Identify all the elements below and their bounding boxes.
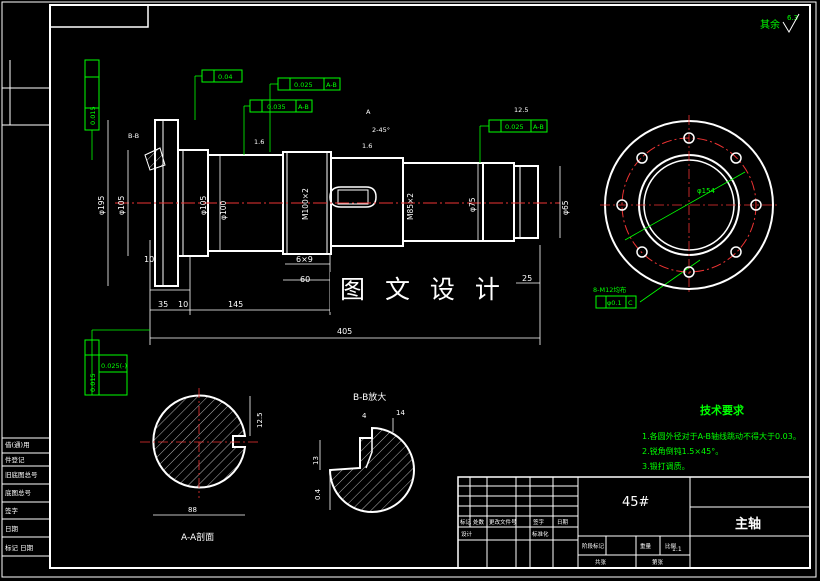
dim-10: 10: [178, 300, 188, 309]
dim-dia75: φ75: [468, 197, 477, 212]
rough-12-5: 12.5: [514, 106, 528, 114]
roughness-label: 其余: [760, 18, 780, 31]
strip-cell: 标记 日期: [5, 543, 34, 552]
dim-bb-4: 4: [362, 412, 367, 420]
gdt-ref: A-B: [298, 103, 309, 111]
strip-cell: 日期: [5, 525, 19, 533]
tech-items: 1.各圆外径对于A-B轴线跳动不得大于0.03。 2.锐角倒钝1.5×45°。 …: [642, 431, 801, 471]
code-box: [49, 4, 149, 28]
dim-dia65: φ65: [561, 200, 570, 215]
dim-60: 60: [300, 275, 310, 284]
aa-label: A-A剖面: [181, 531, 214, 543]
dim-35: 35: [158, 300, 168, 309]
gdt-tol: 0.04: [218, 73, 232, 81]
tb-row: 标准化: [532, 530, 549, 538]
left-strip-table: [1, 437, 51, 557]
dim-10b: 10: [144, 255, 154, 264]
tb-scale: 1:1: [672, 546, 682, 553]
end-view: [600, 115, 780, 295]
gdt-ref: C: [628, 299, 633, 307]
strip-cell: 借(通)用: [5, 440, 30, 449]
rough-1-6: 1.6: [254, 138, 264, 146]
gdt-tol: 0.015: [89, 373, 97, 392]
tech-item: 2.锐角倒钝1.5×45°。: [642, 446, 723, 456]
bb-detail: [319, 418, 415, 513]
dim-aa-width: 88: [188, 506, 197, 514]
gdt-text: 0.015 0.04 0.035 A-B 0.025 A-B 0.025 A-B…: [89, 73, 633, 392]
inner-frame: [49, 4, 811, 569]
datum-a: A: [366, 108, 371, 116]
gdt-tol: 0.025: [505, 123, 524, 131]
flange-section-hatch: [144, 147, 166, 171]
roughness-value: 6.3: [787, 14, 798, 22]
left-strip-text: 借(通)用 件登记 旧底图总号 底图总号 签字 日期 标记 日期: [5, 440, 38, 552]
tb-heading: 处数: [473, 518, 485, 526]
title-block-text: 标记 处数 更改文件号 签字 日期 设计 标准化 阶段标记 重量 比例 共张 第…: [460, 518, 682, 566]
bb-dimensions: B-B放大 4 14 13 0.4: [312, 391, 405, 500]
dim-m85: M85×2: [406, 193, 415, 220]
dimension-text: 405 145 35 10 60 6×9 25 10: [144, 255, 532, 336]
tb-heading: 签字: [533, 518, 545, 526]
tech-item: 1.各圆外径对于A-B轴线跳动不得大于0.03。: [642, 431, 801, 441]
tech-item: 3.锻打调质。: [642, 461, 690, 471]
bottom-dimensions: [149, 240, 541, 345]
tech-title: 技术要求: [700, 403, 745, 417]
tb-material: 45#: [622, 495, 649, 510]
dim-bb-04: 0.4: [314, 488, 322, 500]
gdt-tol: 0.035: [267, 103, 286, 111]
bb-mark: B-B: [128, 132, 139, 140]
tb-part-name: 主轴: [735, 516, 761, 532]
tb-heading: 日期: [557, 519, 569, 526]
rough-1-6: 1.6: [362, 142, 372, 150]
tb-heading: 更改文件号: [489, 518, 517, 526]
dim-25: 25: [522, 274, 532, 283]
diameter-labels: φ195 φ105 φ105 φ100 M100×2 M85×2 φ75 φ65: [97, 188, 570, 220]
dim-dia105: φ105: [117, 196, 126, 215]
bb-label: B-B放大: [353, 391, 386, 403]
dim-dia195: φ195: [97, 196, 106, 215]
gdt-ref: A-B: [326, 81, 337, 89]
tb-row: 阶段标记: [582, 542, 605, 550]
dim-145: 145: [228, 300, 243, 309]
tb-bottom: 第张: [652, 558, 664, 566]
chamfer: 2-45°: [372, 126, 390, 134]
tb-row: 重量: [640, 542, 652, 550]
dim-dia154: φ154: [697, 187, 716, 195]
tb-heading: 标记: [460, 518, 472, 526]
strip-cell: 旧底图总号: [5, 470, 38, 479]
aa-section: [140, 388, 260, 516]
gdt-tol: 0.025: [294, 81, 313, 89]
strip-cell: 签字: [5, 506, 19, 515]
gdt-ref: A-B: [533, 123, 544, 131]
dim-dia105b: φ105: [199, 196, 208, 215]
strip-cell: 件登记: [5, 455, 25, 464]
roughness-marks: 12.5 1.6 1.6 2-45° B-B A: [128, 106, 528, 150]
tb-row: 比例: [665, 542, 677, 550]
roughness-symbol: [782, 13, 800, 33]
strip-cell: 底图总号: [5, 488, 32, 497]
gdt-tol: 0.025(-): [101, 362, 127, 370]
gdt-leaders: [91, 75, 701, 395]
gdt-frames: [84, 59, 637, 396]
dim-m100: M100×2: [301, 188, 310, 220]
dim-dia100: φ100: [219, 201, 228, 220]
title-block: [457, 476, 811, 569]
dim-bb-14: 14: [396, 409, 405, 417]
bolt-holes: [616, 132, 762, 278]
gdt-tol: φ0.1: [607, 299, 622, 307]
tb-bottom: 共张: [595, 558, 607, 566]
dim-overall: 405: [337, 327, 352, 336]
dim-bb-13: 13: [312, 456, 320, 465]
dim-key: 6×9: [296, 255, 313, 264]
gdt-tol: 0.015: [89, 106, 97, 125]
tb-row: 设计: [461, 530, 473, 538]
diameter-lines: [107, 120, 561, 286]
watermark: 图 文 设 计: [330, 272, 516, 312]
holes-label: 8-M12均布: [593, 285, 627, 294]
dim-aa-depth: 12.5: [256, 412, 264, 428]
